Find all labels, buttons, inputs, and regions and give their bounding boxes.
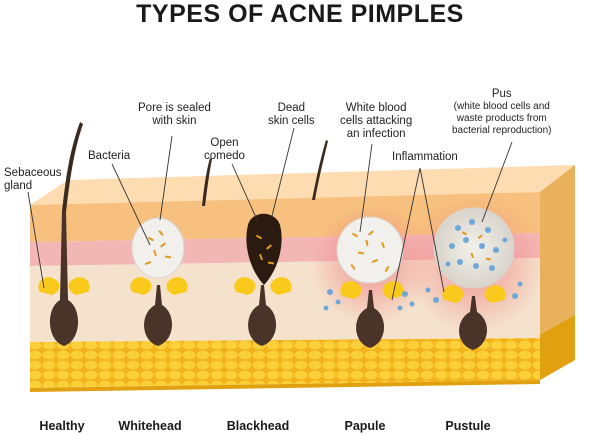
hair-follicle: [49, 212, 79, 346]
stage-papule: Papule: [344, 419, 386, 433]
label-inflammation: Inflammation: [392, 151, 458, 163]
follicle-blackhead: [202, 158, 292, 346]
label-sebaceous-gland: Sebaceous gland: [4, 167, 62, 192]
follicle-healthy: [38, 122, 90, 346]
papule-white-blood-cells: [323, 289, 415, 311]
whitehead-plug: [131, 217, 185, 279]
whitehead-bacteria: [144, 230, 172, 265]
hair-shaft: [62, 122, 83, 212]
epidermis-top-surface: [30, 165, 575, 205]
stage-blackhead: Blackhead: [226, 419, 290, 433]
sebaceous-gland-left: [38, 277, 60, 295]
label-open-comedo: Open comedo: [204, 137, 245, 162]
fat-layer-edge: [30, 380, 540, 392]
fat-layer: [30, 338, 540, 388]
stage-healthy: Healthy: [39, 419, 85, 433]
sebaceous-gland-right: [68, 277, 90, 295]
stage-whitehead: Whitehead: [118, 419, 182, 433]
label-pus: Pus (white blood cells and waste product…: [452, 88, 552, 136]
label-bacteria: Bacteria: [88, 150, 131, 162]
blackhead-bacteria: [255, 234, 275, 265]
papule-plug: [336, 216, 404, 284]
label-pore-sealed: Pore is sealed with skin: [138, 102, 211, 127]
follicle-pustule: [425, 207, 523, 350]
diagram-title: TYPES OF ACNE PIMPLES: [136, 0, 464, 28]
follicle-papule: [323, 216, 415, 348]
label-dead-skin-cells: Dead skin cells: [268, 102, 315, 127]
dead-skin-hair: [312, 140, 328, 200]
blackhead-plug: [246, 213, 282, 285]
blackhead-hair: [202, 158, 212, 206]
label-white-blood-cells: White blood cells attacking an infection: [340, 102, 413, 140]
stage-pustule: Pustule: [445, 419, 491, 433]
pustule-white-blood-cells: [425, 219, 523, 303]
pustule-bacteria: [461, 231, 492, 261]
fat-side-face: [540, 315, 575, 380]
label-pointers: [27, 127, 513, 301]
papule-bacteria: [350, 230, 390, 273]
follicle-whitehead: [130, 217, 188, 346]
